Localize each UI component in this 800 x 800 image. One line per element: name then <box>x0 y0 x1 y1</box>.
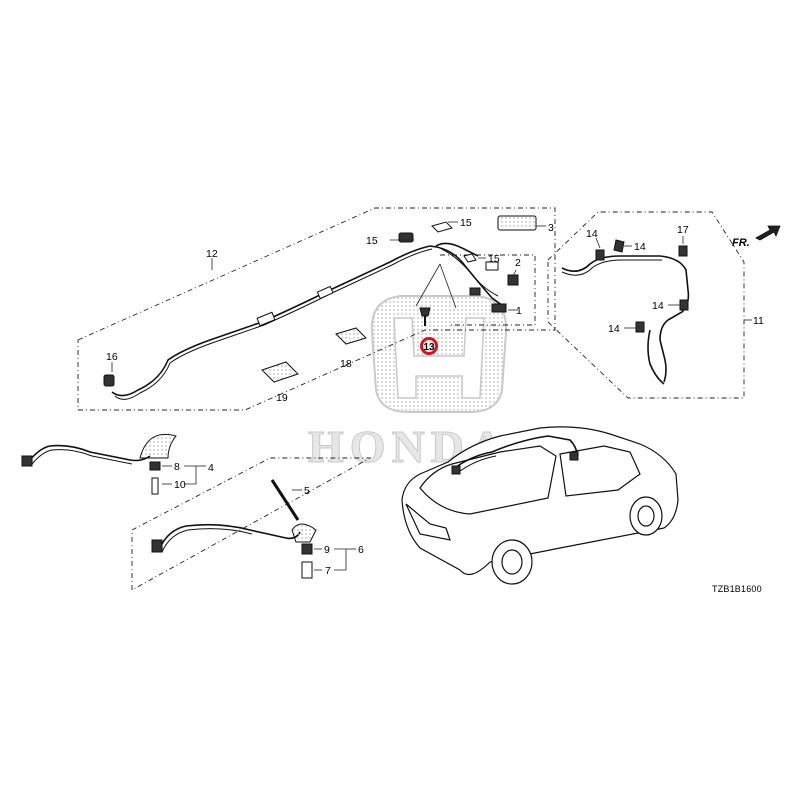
front-direction-arrow: FR. <box>732 225 781 249</box>
callout-15-b: 15 <box>460 217 472 229</box>
vehicle-illustration <box>401 426 679 585</box>
callout-12: 12 <box>206 248 218 260</box>
callout-18: 18 <box>340 358 352 370</box>
callout-13[interactable]: 13 <box>423 342 435 353</box>
pad-18 <box>335 327 367 345</box>
callout-labels: 1 2 3 4 5 6 7 8 9 10 11 12 14 14 14 14 1… <box>106 217 764 577</box>
diagram-code: TZB1B1600 <box>712 584 762 594</box>
connector-2 <box>507 274 519 286</box>
roof-unit-3 <box>497 215 546 231</box>
callout-1: 1 <box>516 305 522 317</box>
callout-3: 3 <box>548 222 554 234</box>
front-label: FR. <box>732 237 750 249</box>
callout-5: 5 <box>304 485 310 497</box>
callout-2: 2 <box>515 257 521 269</box>
callout-4: 4 <box>208 462 214 474</box>
harness-11 <box>561 239 690 385</box>
callout-19: 19 <box>276 392 288 404</box>
callout-9: 9 <box>324 544 330 556</box>
highlighted-part-13-marker[interactable]: 13 <box>420 337 438 355</box>
frame-part-11 <box>547 211 745 399</box>
antenna-feeder-group <box>21 433 206 495</box>
callout-17: 17 <box>677 224 689 236</box>
callout-6: 6 <box>358 544 364 556</box>
highlight-ring <box>420 337 438 355</box>
pad-19 <box>261 361 299 383</box>
callout-15-c: 15 <box>488 253 500 265</box>
callout-leaders <box>111 221 752 372</box>
frame-part-12 <box>77 207 556 411</box>
callout-15-a: 15 <box>366 235 378 247</box>
frame-parts-1-2 <box>440 254 536 326</box>
callout-14-b: 14 <box>634 241 646 253</box>
callout-16: 16 <box>106 351 118 363</box>
roof-harness-12 <box>103 221 507 400</box>
callout-14-d: 14 <box>608 323 620 335</box>
callout-7: 7 <box>325 565 331 577</box>
callout-10: 10 <box>174 479 186 491</box>
frame-lower-group <box>131 457 372 591</box>
callout-8: 8 <box>174 461 180 473</box>
lower-antenna-group <box>151 479 356 579</box>
clip-13 <box>415 263 457 326</box>
callout-11: 11 <box>753 315 764 327</box>
honda-h-logo-icon <box>370 295 508 413</box>
callout-14-c: 14 <box>652 300 664 312</box>
callout-14-a: 14 <box>586 228 598 240</box>
